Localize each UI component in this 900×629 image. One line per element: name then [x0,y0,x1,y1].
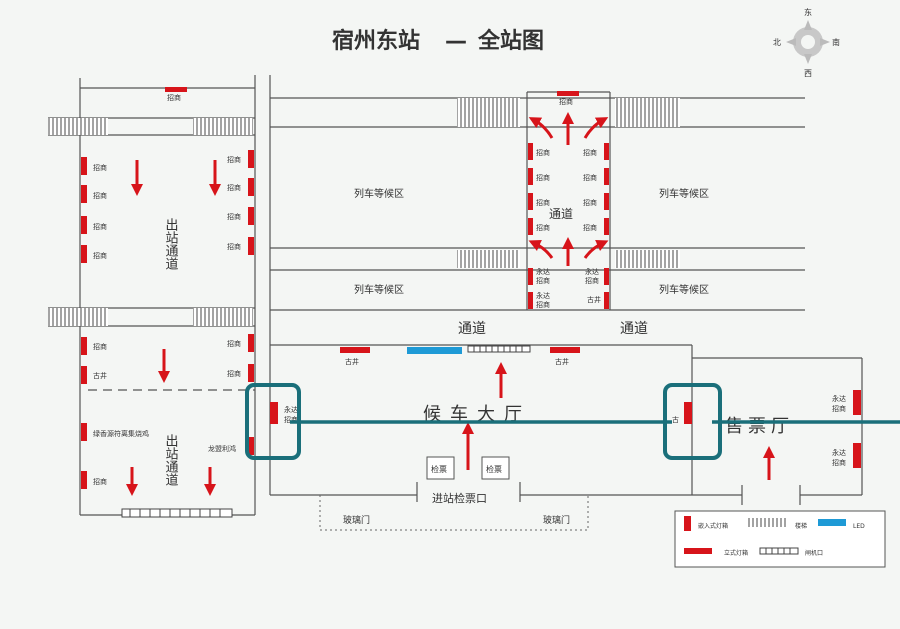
label-ticket-check: 检票 [431,464,447,474]
legend-gate-swatch [759,547,799,555]
label-waiting-area: 列车等候区 [659,283,709,296]
compass-east: 南 [832,37,840,47]
label-zhaoshang: 招商 [167,93,181,102]
label-yongda: 永达 [536,267,550,276]
direction-arrows [126,112,775,496]
label-zhaoshang: 招商 [585,276,599,285]
label-yongda: 永达 [832,394,846,403]
label-waiting-area: 列车等候区 [659,187,709,200]
label-zhaoshang: 招商 [536,198,550,207]
label-zhaoshang: 招商 [93,163,107,172]
label-zhaoshang: 招商 [227,212,241,221]
label-glass-door-right: 玻璃门 [543,514,570,526]
label-zhaoshang: 招商 [93,251,107,260]
highlight-overlay [245,383,900,460]
title-text: 全站图 [477,28,544,54]
legend-embedded-lightbox: 嵌入式灯箱 [698,522,728,530]
label-waiting-area: 列车等候区 [354,283,404,296]
label-yongda: 永达 [585,267,599,276]
glass-door-outline [319,495,589,531]
label-zhaoshang: 招商 [583,148,597,157]
label-zhaoshang: 招商 [536,276,550,285]
label-zhaoshang: 招商 [832,458,846,467]
legend-stairs-swatch [747,518,787,527]
label-ticket-hall: 售票厅 [725,416,794,437]
label-zhaoshang: 招商 [93,342,107,351]
label-yongda: 永达 [284,405,298,414]
label-gujing: 古井 [93,371,107,380]
label-gujing: 古井 [587,295,601,304]
station-name: 宿州东站 [332,28,420,54]
label-ticket-check: 检票 [486,464,502,474]
label-gujing: 古井 [345,357,359,366]
label-entry-gate: 进站检票口 [432,491,487,505]
legend-led: LED [853,523,865,530]
label-yongda: 永达 [536,291,550,300]
label-waiting-hall: 候车大厅 [423,404,531,425]
label-exit-passage-lower: 出站通道 [163,434,179,486]
compass-north: 东 [804,7,812,17]
label-zhaoshang: 招商 [583,173,597,182]
ad-lightboxes [81,87,861,489]
label-zhaoshang: 招商 [583,223,597,232]
label-zhaoshang: 招商 [536,223,550,232]
label-zhaoshang: 招商 [227,183,241,192]
label-channel-center: 通道 [549,207,573,221]
legend: 嵌入式灯箱 楼梯 LED 立式灯箱 闸机口 [674,510,886,568]
label-waiting-area: 列车等候区 [354,187,404,200]
map-title: 宿州东站 — 全站图 [332,28,544,54]
label-gu: 古 [672,415,679,424]
label-zhaoshang: 招商 [93,191,107,200]
label-zhaoshang: 招商 [93,477,107,486]
gates [121,345,531,518]
highlight-box-left [245,383,301,460]
label-yongda: 永达 [832,448,846,457]
label-zhaoshang: 招商 [536,300,550,309]
label-zhaoshang: 招商 [93,222,107,231]
ticket-check-booths: 检票 检票 [426,456,510,480]
legend-led-swatch [818,519,846,526]
compass-west: 北 [773,38,781,47]
legend-standing-lightbox: 立式灯箱 [724,549,748,557]
legend-gate: 闸机口 [805,549,823,557]
label-zhaoshang: 招商 [227,369,241,378]
title-dash: — [445,29,467,54]
label-zhaoshang: 招商 [583,198,597,207]
legend-stairs: 楼梯 [795,522,807,530]
legend-standing-lightbox-swatch [684,548,712,554]
label-zhaoshang: 招商 [227,242,241,251]
label-zhaoshang: 招商 [559,97,573,106]
legend-embedded-lightbox-swatch [684,516,691,531]
label-zhaoshang: 招商 [227,155,241,164]
led-screen [407,347,462,354]
label-zhaoshang: 招商 [284,415,298,424]
highlight-box-right [663,383,722,460]
compass-south: 西 [804,69,812,78]
stairs [48,98,680,326]
label-lvxiang: 绿香源符离集烧鸡 [93,429,149,438]
label-longyu: 龙盟利鸿 [208,444,236,453]
label-channel-left: 通道 [458,321,486,337]
label-zhaoshang: 招商 [536,173,550,182]
label-zhaoshang: 招商 [832,404,846,413]
label-exit-passage-upper: 出站通道 [163,218,179,270]
label-glass-door-left: 玻璃门 [343,514,370,526]
label-zhaoshang: 招商 [227,339,241,348]
label-gujing: 古井 [555,357,569,366]
compass-icon: 东 南 西 北 [773,7,840,78]
label-channel-right: 通道 [620,321,648,337]
label-zhaoshang: 招商 [536,148,550,157]
